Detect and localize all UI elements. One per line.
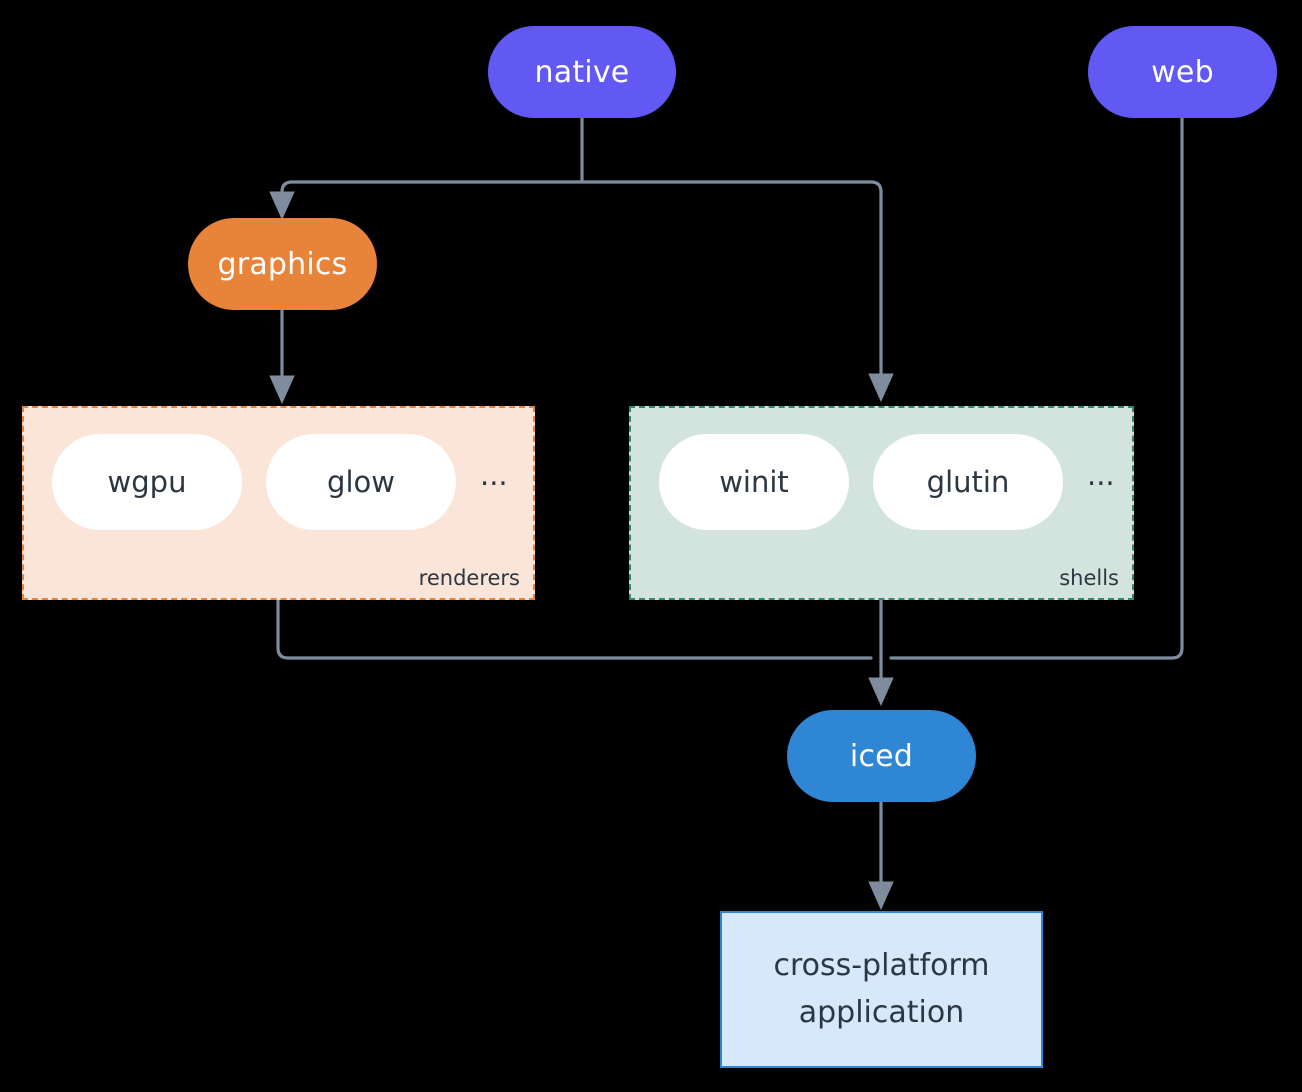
shells-overflow-ellipsis: ...	[1087, 457, 1115, 492]
chip-wgpu[interactable]: wgpu	[52, 434, 242, 530]
chip-winit[interactable]: winit	[659, 434, 849, 530]
chip-glow[interactable]: glow	[266, 434, 456, 530]
chip-glutin-label: glutin	[926, 465, 1010, 499]
chip-glutin[interactable]: glutin	[873, 434, 1063, 530]
node-web[interactable]: web	[1088, 26, 1277, 118]
edge-renderers-to-iced	[276, 598, 873, 660]
node-native-label: native	[534, 54, 630, 90]
edge-native-to-graphics	[269, 180, 584, 221]
chip-wgpu-label: wgpu	[107, 465, 187, 499]
node-application[interactable]: cross-platform application	[720, 911, 1043, 1068]
node-application-label-line1: cross-platform	[773, 948, 990, 983]
group-renderers-items: wgpu glow ...	[52, 434, 508, 530]
node-web-label: web	[1151, 54, 1214, 90]
node-graphics-label: graphics	[217, 246, 348, 282]
node-application-label-line2: application	[798, 994, 965, 1030]
chip-glow-label: glow	[327, 465, 395, 499]
group-shells-label: shells	[1059, 566, 1119, 590]
group-renderers: wgpu glow ... renderers	[22, 406, 535, 600]
group-shells-items: winit glutin ...	[659, 434, 1115, 530]
group-shells: winit glutin ... shells	[629, 406, 1134, 600]
renderers-overflow-ellipsis: ...	[480, 457, 508, 492]
chip-winit-label: winit	[719, 465, 789, 499]
node-native[interactable]: native	[488, 26, 676, 118]
edge-native-to-shells	[580, 180, 894, 403]
node-iced[interactable]: iced	[787, 710, 976, 802]
node-graphics[interactable]: graphics	[188, 218, 377, 310]
group-renderers-label: renderers	[418, 566, 520, 590]
node-iced-label: iced	[849, 738, 914, 774]
